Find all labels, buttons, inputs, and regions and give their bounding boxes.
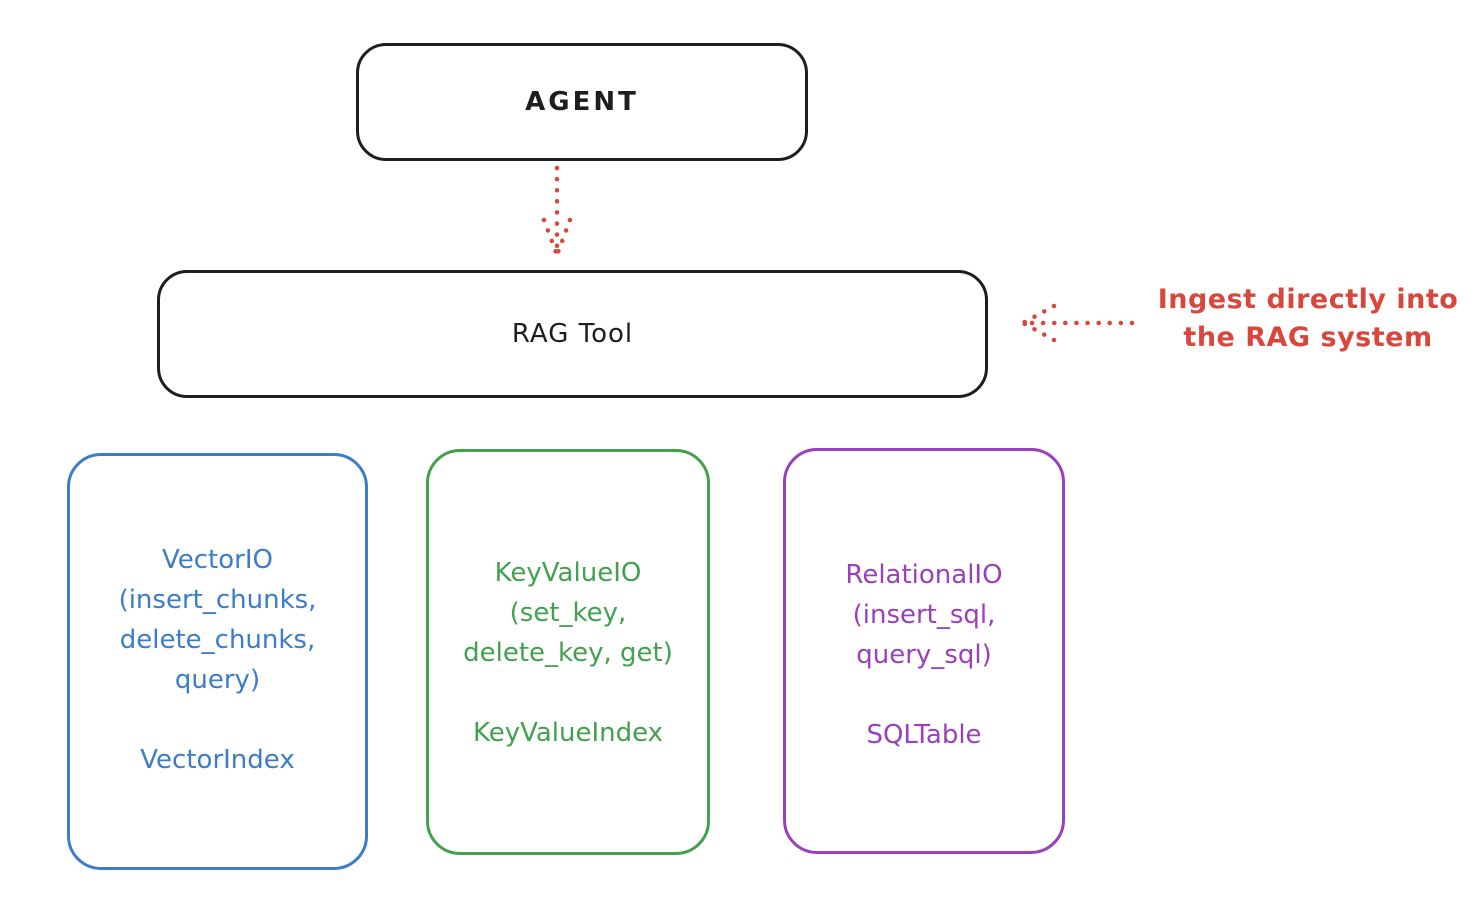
keyvalue-io-signature: KeyValueIO (set_key, delete_key, get) xyxy=(429,553,707,673)
vector-io-line: query) xyxy=(174,665,261,695)
vector-index-label: VectorIndex xyxy=(140,745,295,775)
ingest-arrow-icon xyxy=(1020,303,1135,343)
rag-tool-node: RAG Tool xyxy=(157,270,988,398)
vector-io-signature: VectorIO (insert_chunks, delete_chunks, … xyxy=(70,540,365,700)
sql-table-label: SQLTable xyxy=(866,720,982,750)
relational-io-line: (insert_sql, xyxy=(852,600,996,630)
relational-io-signature: RelationalIO (insert_sql, query_sql) xyxy=(786,555,1062,675)
ingest-annotation-line1: Ingest directly into xyxy=(1157,284,1459,315)
keyvalue-io-box: KeyValueIO (set_key, delete_key, get) Ke… xyxy=(426,449,710,855)
relational-io-box: RelationalIO (insert_sql, query_sql) SQL… xyxy=(783,448,1065,854)
relational-io-line: query_sql) xyxy=(856,640,992,670)
agent-label: AGENT xyxy=(525,87,639,117)
keyvalue-io-line: KeyValueIO xyxy=(494,558,642,588)
keyvalue-io-line: delete_key, get) xyxy=(463,638,673,668)
keyvalue-io-line: (set_key, xyxy=(509,598,627,628)
keyvalue-index-label: KeyValueIndex xyxy=(472,718,664,748)
agent-node: AGENT xyxy=(356,43,808,161)
rag-tool-label: RAG Tool xyxy=(511,319,634,349)
vector-io-box: VectorIO (insert_chunks, delete_chunks, … xyxy=(67,453,368,870)
relational-io-line: RelationalIO xyxy=(845,560,1003,590)
vector-io-line: VectorIO xyxy=(162,545,273,575)
agent-to-ragtool-arrow-icon xyxy=(541,165,573,258)
ingest-annotation-line2: the RAG system xyxy=(1183,322,1433,353)
vector-io-line: delete_chunks, xyxy=(119,625,316,655)
ingest-annotation: Ingest directly into the RAG system xyxy=(1136,281,1480,357)
vector-io-line: (insert_chunks, xyxy=(118,585,317,615)
